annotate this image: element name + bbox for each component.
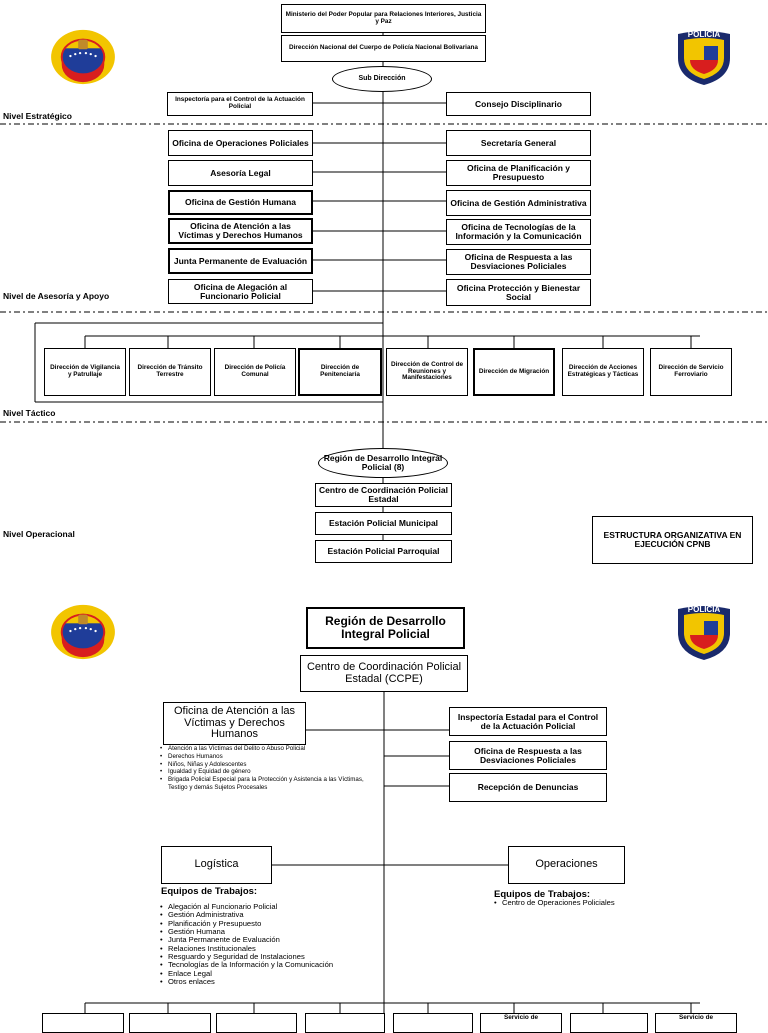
- list-item: Enlace Legal: [160, 969, 390, 979]
- structure-caption-box: ESTRUCTURA ORGANIZATIVA EN EJECUCIÓN CPN…: [592, 516, 753, 564]
- list-item: Resguardo y Seguridad de Instalaciones: [160, 952, 390, 962]
- tactical-direction-box: Dirección de Acciones Estratégicas y Tác…: [562, 348, 644, 396]
- tactical-direction-box: Dirección de Servicio Ferroviario: [650, 348, 732, 396]
- list-item: Alegación al Funcionario Policial: [160, 902, 390, 912]
- victims-office-box: Oficina de Atención a las Víctimas y Der…: [163, 702, 306, 745]
- list-item: Gestión Administrativa: [160, 910, 390, 920]
- tactical-direction-box: Dirección de Control de Reuniones y Mani…: [386, 348, 468, 396]
- operations-box: Operaciones: [508, 846, 625, 884]
- ministry-emblem-icon: [51, 604, 115, 660]
- bottom-partial-box: [42, 1013, 124, 1033]
- advisory-left-box: Oficina de Atención a las Víctimas y Der…: [168, 218, 313, 244]
- list-item: Tecnologías de la Información y la Comun…: [160, 961, 390, 971]
- level-advisory: Nivel de Asesoría y Apoyo: [3, 291, 110, 301]
- advisory-left-box: Asesoría Legal: [168, 160, 313, 186]
- advisory-right-box: Oficina Protección y Bienestar Social: [446, 279, 591, 306]
- tactical-direction-box: Dirección de Tránsito Terrestre: [129, 348, 211, 396]
- advisory-left-box: Oficina de Gestión Humana: [168, 190, 313, 215]
- police-banner-text: POLICIA: [687, 605, 721, 614]
- list-item: Otros enlaces: [160, 977, 390, 987]
- strategic-council-box: Consejo Disciplinario: [446, 92, 591, 116]
- operational-box: Estación Policial Parroquial: [315, 540, 452, 563]
- operational-box: Centro de Coordinación Policial Estadal: [315, 483, 452, 507]
- region-title-box: Región de Desarrollo Integral Policial: [306, 607, 465, 649]
- victims-items-list: Atención a las Víctimas del Delito o Abu…: [160, 745, 370, 792]
- region-oval: Región de Desarrollo Integral Policial (…: [318, 448, 448, 478]
- bottom-partial-box: [570, 1013, 648, 1033]
- list-item: Junta Permanente de Evaluación: [160, 936, 390, 946]
- list-item: Derechos Humanos: [160, 753, 370, 761]
- ccpe-right-box: Inspectoría Estadal para el Control de l…: [449, 707, 607, 736]
- bottom-partial-box: Servicio de: [480, 1013, 562, 1033]
- bottom-partial-box: [305, 1013, 385, 1033]
- advisory-left-box: Junta Permanente de Evaluación: [168, 248, 313, 274]
- advisory-right-box: Oficina de Respuesta a las Desviaciones …: [446, 249, 591, 275]
- police-banner-text: POLICIA: [687, 30, 721, 39]
- list-item: Atención a las Víctimas del Delito o Abu…: [160, 745, 370, 753]
- advisory-left-box: Oficina de Operaciones Policiales: [168, 130, 313, 156]
- advisory-right-box: Oficina de Gestión Administrativa: [446, 190, 591, 216]
- operations-teams-label: Equipos de Trabajos:: [494, 889, 591, 900]
- police-badge-icon: POLICIA: [674, 28, 734, 86]
- list-item: Relaciones Institucionales: [160, 944, 390, 954]
- list-item: Planificación y Presupuesto: [160, 919, 390, 929]
- sub-direction-oval: Sub Dirección: [332, 66, 432, 92]
- bottom-partial-box: [129, 1013, 211, 1033]
- operational-box: Estación Policial Municipal: [315, 512, 452, 535]
- list-item: Brigada Policial Especial para la Protec…: [160, 776, 370, 792]
- national-direction-box: Dirección Nacional del Cuerpo de Policía…: [281, 35, 486, 62]
- advisory-left-box: Oficina de Alegación al Funcionario Poli…: [168, 279, 313, 304]
- ministry-emblem-icon: [51, 29, 115, 85]
- operations-items-list: Centro de Operaciones Policiales: [494, 898, 694, 908]
- advisory-right-box: Oficina de Planificación y Presupuesto: [446, 160, 591, 186]
- tactical-direction-box: Dirección de Migración: [473, 348, 555, 396]
- level-tactical: Nivel Táctico: [3, 408, 56, 418]
- bottom-partial-box: Servicio de: [655, 1013, 737, 1033]
- list-item: Niños, Niñas y Adolescentes: [160, 761, 370, 769]
- list-item: Igualdad y Equidad de género: [160, 768, 370, 776]
- ccpe-box: Centro de Coordinación Policial Estadal …: [300, 655, 468, 692]
- bottom-partial-box: [216, 1013, 297, 1033]
- advisory-right-box: Secretaría General: [446, 130, 591, 156]
- tactical-direction-box: Dirección de Policía Comunal: [214, 348, 296, 396]
- ministry-box: Ministerio del Poder Popular para Relaci…: [281, 4, 486, 33]
- list-item: Centro de Operaciones Policiales: [494, 898, 694, 908]
- ccpe-right-box: Oficina de Respuesta a las Desviaciones …: [449, 741, 607, 770]
- bottom-partial-box: [393, 1013, 473, 1033]
- list-item: Gestión Humana: [160, 927, 390, 937]
- strategic-inspectorate-box: Inspectoría para el Control de la Actuac…: [167, 92, 313, 116]
- logistics-box: Logística: [161, 846, 272, 884]
- logistics-teams-label: Equipos de Trabajos:: [161, 886, 258, 897]
- level-operational: Nivel Operacional: [3, 529, 75, 539]
- ccpe-right-box: Recepción de Denuncias: [449, 773, 607, 802]
- advisory-right-box: Oficina de Tecnologías de la Información…: [446, 219, 591, 245]
- police-badge-icon: POLICIA: [674, 603, 734, 661]
- logistics-items-list: Alegación al Funcionario Policial Gestió…: [160, 902, 390, 987]
- tactical-direction-box: Dirección de Vigilancia y Patrullaje: [44, 348, 126, 396]
- level-strategic: Nivel Estratégico: [3, 111, 72, 121]
- tactical-direction-box: Dirección de Penitenciaría: [298, 348, 382, 396]
